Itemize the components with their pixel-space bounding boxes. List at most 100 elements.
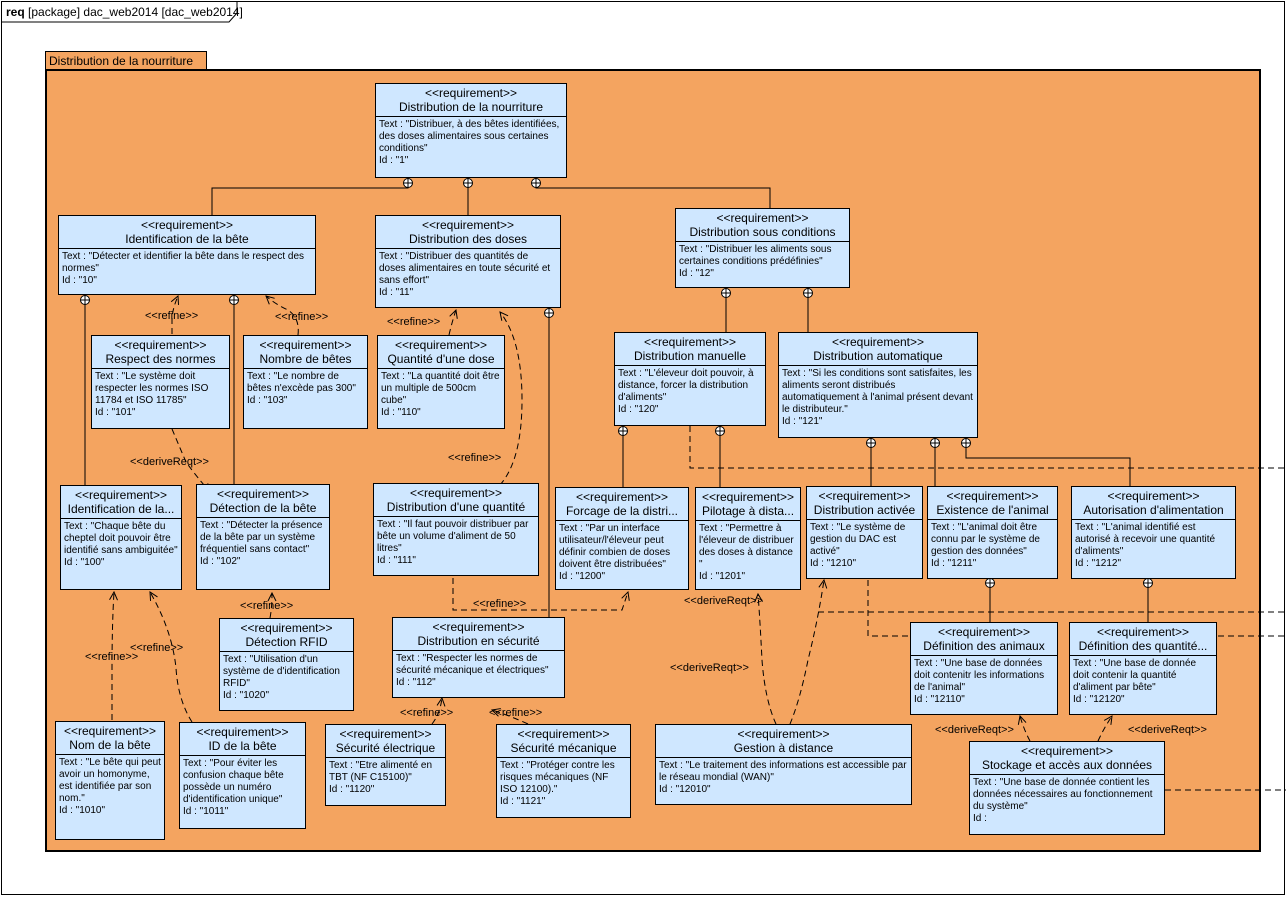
requirement-id: Id : "1" xyxy=(379,155,409,166)
requirement-12110[interactable]: <<requirement>> Définition des animaux T… xyxy=(910,622,1058,715)
requirement-name: Distribution des doses xyxy=(408,232,528,246)
requirement-stereotype: <<requirement>> xyxy=(1096,625,1190,639)
requirement-id: Id : "1120" xyxy=(329,784,375,795)
requirement-111[interactable]: <<requirement>> Distribution d'une quant… xyxy=(373,483,539,576)
requirement-name: Identification de la bête xyxy=(125,232,249,246)
requirement-1120[interactable]: <<requirement>> Sécurité électrique Text… xyxy=(325,724,446,806)
requirement-101[interactable]: <<requirement>> Respect des normes Text … xyxy=(91,335,230,429)
requirement-1201[interactable]: <<requirement>> Pilotage à dista... Text… xyxy=(695,487,801,590)
requirement-id: Id : "103" xyxy=(247,395,288,406)
requirement-1211[interactable]: <<requirement>> Existence de l'animal Te… xyxy=(927,486,1058,579)
requirement-name: Définition des quantité... xyxy=(1078,639,1208,653)
requirement-stereotype: <<requirement>> xyxy=(831,335,925,349)
derive-reqt-label: <<deriveReqt>> xyxy=(670,662,749,674)
requirement-stereotype: <<requirement>> xyxy=(1107,489,1200,503)
requirement-text: Text : "Le système doit respecter les no… xyxy=(95,371,209,406)
requirement-110[interactable]: <<requirement>> Quantité d'une dose Text… xyxy=(377,335,505,429)
requirement-text: Text : "Le bête qui peut avoir un homony… xyxy=(59,757,161,804)
refine-label: <<refine>> xyxy=(275,311,329,323)
requirement-text: Text : "Chaque bête du cheptel doit pouv… xyxy=(64,521,178,556)
requirement-name: Identification de la... xyxy=(67,502,175,516)
requirement-text: Text : "Distribuer des quantités de dose… xyxy=(379,251,551,286)
requirement-stereotype: <<requirement>> xyxy=(937,625,1031,639)
requirement-id: Id : "1201" xyxy=(699,571,746,582)
requirement-stereotype: <<requirement>> xyxy=(643,335,737,349)
requirement-name: Détection RFID xyxy=(245,635,328,649)
requirement-1121[interactable]: <<requirement>> Sécurité mécanique Text … xyxy=(496,724,631,818)
requirement-stereotype: <<requirement>> xyxy=(737,727,830,741)
requirement-name: Stockage et accès aux données xyxy=(981,758,1153,772)
requirement-text: Text : "L'animal doit être connu par le … xyxy=(931,522,1040,557)
requirement-name: Distribution automatique xyxy=(813,349,943,363)
requirement-112[interactable]: <<requirement>> Distribution en sécurité… xyxy=(392,617,565,698)
requirement-stockage[interactable]: <<requirement>> Stockage et accès aux do… xyxy=(969,741,1165,835)
requirement-name: Distribution en sécurité xyxy=(417,634,540,648)
requirement-text: Text : "La quantité doit être un multipl… xyxy=(381,371,500,406)
requirement-id: Id : xyxy=(973,813,987,824)
requirement-103[interactable]: <<requirement>> Nombre de bêtes Text : "… xyxy=(243,335,368,429)
requirement-stereotype: <<requirement>> xyxy=(259,338,352,352)
requirement-text: Text : "L'éleveur doit pouvoir, à distan… xyxy=(618,368,754,403)
refine-label: <<refine>> xyxy=(240,600,294,612)
requirement-text: Text : "Une base de donnée doit contenir… xyxy=(1073,658,1197,693)
requirement-text: Text : "Etre alimenté en TBT (NF C15100)… xyxy=(329,760,433,783)
requirement-text: Text : "Par un interface utilisateur/l'é… xyxy=(559,523,671,570)
requirement-stereotype: <<requirement>> xyxy=(63,724,157,738)
requirement-stereotype: <<requirement>> xyxy=(196,725,289,739)
requirement-text: Text : "L'animal identifié est autorisé … xyxy=(1075,522,1216,557)
requirement-12010[interactable]: <<requirement>> Gestion à distance Text … xyxy=(655,724,912,805)
requirement-text: Text : "Détecter et identifier la bête d… xyxy=(62,251,305,274)
requirement-11[interactable]: <<requirement>> Distribution des doses T… xyxy=(375,215,561,308)
requirement-10[interactable]: <<requirement>> Identification de la bêt… xyxy=(58,215,316,295)
refine-label: <<refine>> xyxy=(130,642,184,654)
derive-reqt-label: <<deriveReqt>> xyxy=(130,456,209,468)
requirement-100[interactable]: <<requirement>> Identification de la... … xyxy=(60,485,182,590)
requirement-id: Id : "1020" xyxy=(223,690,270,701)
requirement-name: Respect des normes xyxy=(105,352,216,366)
requirement-stereotype: <<requirement>> xyxy=(216,487,310,501)
requirement-1020[interactable]: <<requirement>> Détection RFID Text : "U… xyxy=(219,618,354,711)
requirement-name: Définition des animaux xyxy=(923,639,1045,653)
requirement-stereotype: <<requirement>> xyxy=(432,620,525,634)
requirement-name: Gestion à distance xyxy=(733,741,834,755)
derive-reqt-label: <<deriveReqt>> xyxy=(684,595,763,607)
requirement-name: Pilotage à dista... xyxy=(701,504,795,518)
requirement-name: Forcage de la distri... xyxy=(565,504,679,518)
requirement-stereotype: <<requirement>> xyxy=(818,489,911,503)
requirement-stereotype: <<requirement>> xyxy=(946,489,1039,503)
requirement-id: Id : "1211" xyxy=(931,558,977,569)
requirement-121[interactable]: <<requirement>> Distribution automatique… xyxy=(778,332,978,438)
requirement-name: Nombre de bêtes xyxy=(259,352,352,366)
requirement-id: Id : "120" xyxy=(618,404,659,415)
requirement-id: Id : "1212" xyxy=(1075,558,1122,569)
requirement-text: Text : "Utilisation d'un système de d'id… xyxy=(223,654,340,689)
requirement-1210[interactable]: <<requirement>> Distribution activée Tex… xyxy=(806,486,923,579)
requirement-stereotype: <<requirement>> xyxy=(140,218,234,232)
requirement-name: Sécurité électrique xyxy=(335,741,436,755)
requirement-1[interactable]: <<requirement>> Distribution de la nourr… xyxy=(375,83,567,178)
requirement-12120[interactable]: <<requirement>> Définition des quantité.… xyxy=(1069,622,1217,715)
refine-label: <<refine>> xyxy=(400,707,454,719)
requirement-name: Quantité d'une dose xyxy=(387,352,495,366)
requirement-1010[interactable]: <<requirement>> Nom de la bête Text : "L… xyxy=(55,721,165,840)
requirement-text: Text : "Permettre à l'éleveur de distrib… xyxy=(699,523,794,570)
package-tab[interactable]: Distribution de la nourriture xyxy=(45,51,207,69)
requirement-name: Autorisation d'alimentation xyxy=(1083,503,1224,517)
requirement-id: Id : "1011" xyxy=(183,806,229,817)
refine-label: <<refine>> xyxy=(489,707,543,719)
requirement-120[interactable]: <<requirement>> Distribution manuelle Te… xyxy=(614,332,766,426)
requirement-id: Id : "112" xyxy=(396,677,436,688)
requirement-12[interactable]: <<requirement>> Distribution sous condit… xyxy=(675,208,850,288)
requirement-text: Text : "Le nombre de bêtes n'excède pas … xyxy=(247,371,356,394)
requirement-1212[interactable]: <<requirement>> Autorisation d'alimentat… xyxy=(1071,486,1236,579)
requirement-1011[interactable]: <<requirement>> ID de la bête Text : "Po… xyxy=(179,722,306,829)
refine-label: <<refine>> xyxy=(387,316,441,328)
requirement-id: Id : "1121" xyxy=(500,796,546,807)
requirement-id: Id : "100" xyxy=(64,557,105,568)
requirement-1200[interactable]: <<requirement>> Forcage de la distri... … xyxy=(555,487,689,590)
requirement-id: Id : "111" xyxy=(377,555,416,566)
requirement-text: Text : "Le traitement des informations e… xyxy=(659,760,907,783)
derive-reqt-label: <<deriveReqt>> xyxy=(935,724,1014,736)
requirement-102[interactable]: <<requirement>> Détection de la bête Tex… xyxy=(196,484,330,590)
requirement-name: ID de la bête xyxy=(208,739,277,753)
